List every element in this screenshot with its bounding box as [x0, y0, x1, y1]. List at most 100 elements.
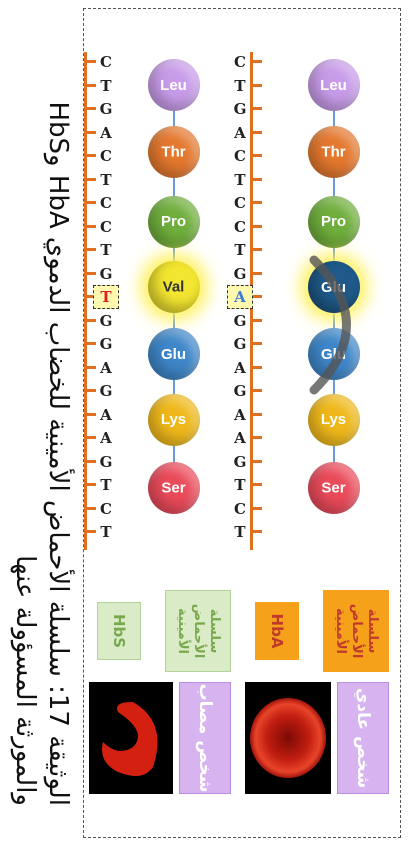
nucleotide-base: C [100, 194, 112, 212]
nucleotide-base: T [100, 288, 112, 306]
amino-acid-label: Ser [161, 479, 187, 497]
sick-person-label: شخص مصاب [179, 682, 231, 794]
amino-acid-lys: Lys [308, 394, 360, 446]
strand-tick [253, 530, 262, 533]
sickle-red-blood-cell-image [89, 682, 173, 794]
amino-acid-label: Pro [321, 213, 347, 231]
amino-acid-pro: Pro [308, 196, 360, 248]
nucleotide-base: G [233, 100, 247, 118]
document-caption: الوثيقة 17: سلسلة الأحماض الأمينية للخضا… [10, 101, 73, 806]
amino-acid-lys: Lys [148, 394, 200, 446]
strand-tick [253, 412, 262, 416]
amino-acid-ser: Ser [148, 462, 200, 514]
amino-acid-label: Lys [161, 411, 187, 429]
nucleotide-base: G [99, 264, 113, 283]
nucleotide-base: C [234, 499, 246, 518]
nucleotide-base: A [100, 358, 112, 377]
strand-tick [253, 365, 262, 369]
nucleotide-base: A [100, 123, 112, 142]
strand-tick [253, 107, 262, 110]
strand-tick [253, 83, 262, 87]
strand-tick [253, 224, 262, 228]
strand-tick [253, 342, 262, 345]
amino-acid-label: Ser [321, 479, 347, 497]
nucleotide-base: G [233, 264, 247, 283]
nucleotide-base: G [99, 452, 113, 471]
nucleotide-base: C [234, 53, 246, 71]
nucleotide-base: A [234, 405, 246, 424]
amino-acid-label: Thr [161, 143, 187, 161]
mutation-arrow-icon [309, 255, 351, 395]
nucleotide-base: G [233, 335, 247, 353]
nucleotide-base: T [234, 476, 246, 494]
nucleotide-base: G [233, 452, 247, 471]
strand-tick [253, 130, 262, 134]
nucleotide-base: A [234, 429, 246, 447]
strand-tick [253, 177, 262, 181]
strand-tick [253, 459, 262, 463]
nucleotide-base: T [100, 170, 112, 189]
amino-acid-pro: Pro [148, 196, 200, 248]
nucleotide-base: T [100, 523, 112, 541]
amino-acid-label: Thr [321, 143, 347, 161]
amino-acid-leu: Leu [308, 59, 360, 111]
amino-acid-label: Leu [320, 76, 348, 94]
nucleotide-base: A [100, 405, 112, 424]
strand-tick [253, 389, 262, 392]
nucleotide-base: G [99, 311, 113, 330]
nucleotide-base: T [100, 241, 112, 259]
sickle-cell-icon [102, 702, 158, 776]
strand-tick [253, 271, 262, 275]
nucleotide-base: T [234, 170, 246, 189]
nucleotide-base: T [100, 76, 112, 95]
nucleotide-base: A [234, 288, 246, 306]
hba-label: HbA [255, 602, 299, 660]
strand-tick [253, 436, 262, 439]
amino-acid-label: Val [163, 278, 185, 296]
strand-tick [253, 201, 262, 204]
amino-acid-label: Pro [161, 213, 187, 231]
normal-red-blood-cell-image [245, 682, 331, 794]
nucleotide-base: A [234, 123, 246, 142]
nucleotide-base: C [100, 147, 112, 165]
nucleotide-base: G [99, 335, 113, 353]
nucleotide-base: C [100, 53, 112, 71]
amino-acid-leu: Leu [148, 59, 200, 111]
nucleotide-base: G [233, 382, 247, 400]
strand-tick [253, 506, 262, 510]
normal-chain-label: سلسلة الأحماض الأمينية [323, 590, 389, 672]
nucleotide-base: T [234, 241, 246, 259]
strand-tick [253, 483, 262, 486]
strand-backbone [84, 52, 87, 550]
nucleotide-base: C [100, 499, 112, 518]
strand-tick [253, 295, 262, 298]
nucleotide-base: G [99, 100, 113, 118]
strand-tick [253, 154, 262, 157]
nucleotide-base: A [234, 358, 246, 377]
normal-cell-icon [250, 698, 326, 778]
strand-tick [253, 248, 262, 251]
amino-acid-ser: Ser [308, 462, 360, 514]
amino-acid-val: Val [148, 261, 200, 313]
amino-acid-thr: Thr [308, 126, 360, 178]
nucleotide-base: C [234, 217, 246, 236]
amino-acid-thr: Thr [148, 126, 200, 178]
amino-acid-label: Leu [160, 76, 188, 94]
nucleotide-base: C [234, 147, 246, 165]
amino-acid-label: Lys [321, 411, 347, 429]
mutant-chain-label: سلسلة الأحماض الأمينية [165, 590, 231, 672]
nucleotide-base: T [234, 523, 246, 541]
hbs-label: HbS [97, 602, 141, 660]
normal-person-label: شخص عادي [337, 682, 389, 794]
nucleotide-base: C [100, 217, 112, 236]
strand-tick [253, 318, 262, 322]
nucleotide-base: C [234, 194, 246, 212]
strand-tick [253, 60, 262, 63]
nucleotide-base: G [99, 382, 113, 400]
nucleotide-base: A [100, 429, 112, 447]
nucleotide-base: G [233, 311, 247, 330]
amino-acid-glu: Glu [148, 328, 200, 380]
nucleotide-base: T [234, 76, 246, 95]
